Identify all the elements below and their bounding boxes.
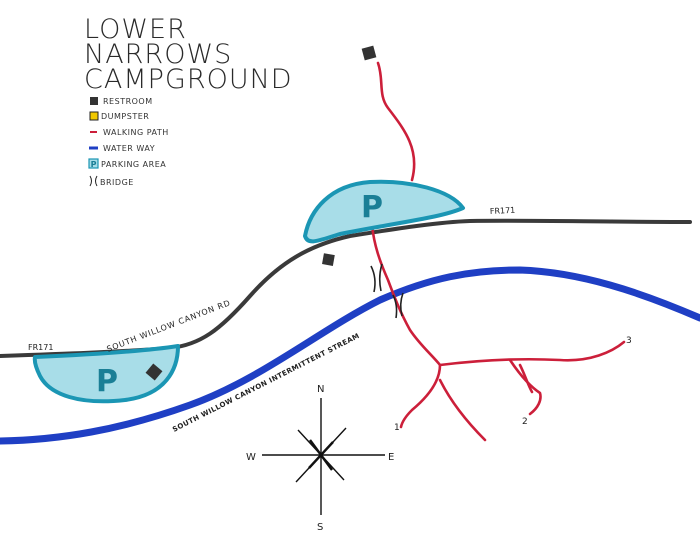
road-label-fr-left: FR171	[28, 343, 53, 352]
walking-path-branch-3	[438, 340, 626, 367]
restroom-road	[322, 253, 335, 266]
restroom-north	[361, 45, 377, 61]
parking-area-south: P	[32, 344, 180, 404]
restroom-south-parking	[145, 363, 163, 381]
parking-symbol-south: P	[96, 364, 118, 399]
title-line-2: NARROWS	[84, 39, 232, 70]
compass-n: N	[317, 384, 324, 395]
trail-marker-3: 3	[626, 336, 632, 346]
compass-s: S	[317, 522, 323, 533]
walking-path-main	[370, 223, 442, 367]
stream-label: SOUTH WILLOW CANYON INTERMITTENT STREAM	[171, 332, 361, 434]
parking-area-north: P	[303, 179, 465, 244]
bridge	[370, 263, 404, 319]
parking-symbol-north: P	[361, 190, 383, 225]
bridge-icon	[89, 175, 98, 187]
walking-path-branch-1	[399, 363, 442, 429]
road-label-fr-right: FR171	[490, 206, 516, 216]
walking-paths	[370, 61, 626, 442]
walking-path-branch-center	[438, 378, 487, 442]
legend-label-restroom: RESTROOM	[103, 97, 153, 106]
legend: RESTROOM DUMPSTER WALKING PATH WATER WAY…	[88, 97, 169, 187]
walking-path-branch-2	[508, 358, 542, 416]
svg-text:P: P	[91, 160, 97, 169]
trail-marker-1: 1	[394, 423, 400, 433]
water-way	[0, 266, 700, 445]
restroom-icon	[90, 97, 98, 105]
legend-label-bridge: BRIDGE	[100, 178, 134, 187]
parking-area-icon: P	[88, 158, 99, 169]
map-title: LOWER NARROWS CAMPGROUND	[84, 14, 293, 95]
legend-label-walking-path: WALKING PATH	[103, 128, 169, 137]
legend-label-water-way: WATER WAY	[103, 144, 155, 153]
walking-path-branch-2b	[518, 363, 534, 394]
title-line-1: LOWER	[84, 14, 187, 45]
road	[0, 218, 692, 358]
walking-path-north	[376, 61, 416, 182]
trail-marker-2: 2	[522, 417, 528, 427]
compass-rose	[262, 398, 385, 515]
legend-label-parking-area: PARKING AREA	[101, 160, 166, 169]
compass-e: E	[388, 452, 394, 463]
title-line-3: CAMPGROUND	[84, 64, 293, 95]
dumpster-icon	[89, 111, 99, 121]
legend-label-dumpster: DUMPSTER	[101, 112, 149, 121]
compass-w: W	[246, 452, 256, 463]
